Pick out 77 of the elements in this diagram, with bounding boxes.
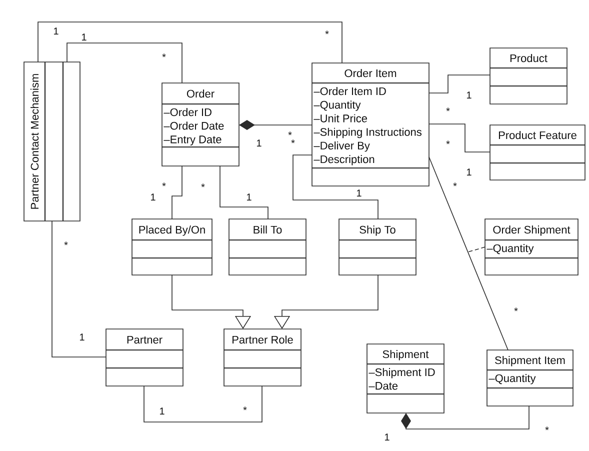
attribute: –Description (314, 155, 374, 166)
composition-line (239, 120, 312, 130)
association-line (172, 166, 182, 220)
multiplicity-label: * (162, 54, 166, 58)
multiplicity-label: 1 (467, 92, 472, 98)
multiplicity-label: * (325, 30, 329, 34)
dashed-line (468, 246, 486, 252)
attribute: –Date (368, 382, 398, 390)
association-line (428, 156, 508, 350)
composition-line (401, 406, 530, 430)
class-name: Partner Role (232, 336, 293, 344)
multiplicity-label: 1 (80, 334, 84, 340)
association-line (52, 220, 106, 358)
attribute: –Unit Price (314, 114, 367, 122)
multiplicity-label: 1 (160, 408, 164, 414)
class-box (24, 62, 80, 222)
class-name: Product (510, 54, 548, 62)
class-name: Order (186, 90, 214, 98)
class-name: Partner (127, 336, 162, 344)
attribute: –Entry Date (164, 136, 222, 146)
multiplicity-label: 1 (247, 194, 252, 200)
class-name: Order Item (344, 69, 396, 78)
class-name: Product Feature (498, 131, 576, 140)
class-name: Shipment (382, 350, 429, 360)
class-name: Bill To (254, 226, 282, 234)
multiplicity-label: 1 (54, 28, 58, 34)
attribute: –Quantity (486, 244, 534, 254)
multiplicity-label: * (545, 426, 549, 430)
class-name: Partner Contact Mechanism (30, 74, 39, 209)
class-box (490, 48, 568, 104)
multiplicity-label: 1 (257, 140, 262, 146)
association-line (428, 124, 490, 152)
association-line (220, 166, 268, 220)
class-box (162, 82, 240, 166)
class-name: Ship To (360, 226, 396, 236)
association-line (38, 22, 342, 64)
class-box (312, 62, 430, 186)
multiplicity-label: 1 (385, 434, 390, 440)
class-box (132, 218, 212, 276)
class-box (106, 328, 184, 386)
multiplicity-label: * (288, 132, 292, 136)
class-box (490, 124, 586, 180)
multiplicity-label: 1 (151, 194, 156, 200)
association-line (428, 74, 490, 94)
attribute: –Shipping Instructions (314, 128, 422, 138)
multiplicity-label: * (453, 182, 457, 186)
multiplicity-label: 1 (82, 34, 86, 40)
class-box (228, 218, 306, 276)
class-box (338, 218, 416, 276)
association-line (144, 386, 262, 422)
multiplicity-label: * (291, 140, 295, 144)
multiplicity-label: * (446, 108, 450, 112)
association-line (66, 42, 182, 84)
multiplicity-label: * (514, 308, 518, 312)
attribute: –Shipment ID (368, 368, 435, 378)
multiplicity-label: 1 (467, 168, 472, 176)
multiplicity-label: 1 (357, 190, 362, 196)
class-name: Shipment Item (495, 356, 565, 366)
class-box (366, 344, 444, 414)
attribute: –Deliver By (314, 141, 370, 152)
multiplicity-label: * (162, 182, 166, 186)
inheritance-arrow (172, 274, 252, 329)
class-name: Order Shipment (493, 226, 570, 236)
attribute: –Order ID (164, 108, 212, 116)
class-box (484, 218, 578, 276)
class-box (224, 328, 302, 386)
attribute: –Quantity (488, 374, 536, 384)
multiplicity-label: * (446, 140, 450, 144)
attribute: –Order Item ID (314, 87, 386, 96)
multiplicity-label: * (243, 406, 247, 410)
association-line (292, 154, 378, 220)
multiplicity-label: * (201, 184, 205, 188)
class-box (486, 350, 574, 406)
class-name: Placed By/On (139, 226, 205, 236)
multiplicity-label: * (64, 242, 68, 246)
attribute: –Order Date (164, 122, 224, 130)
attribute: –Quantity (314, 100, 361, 111)
